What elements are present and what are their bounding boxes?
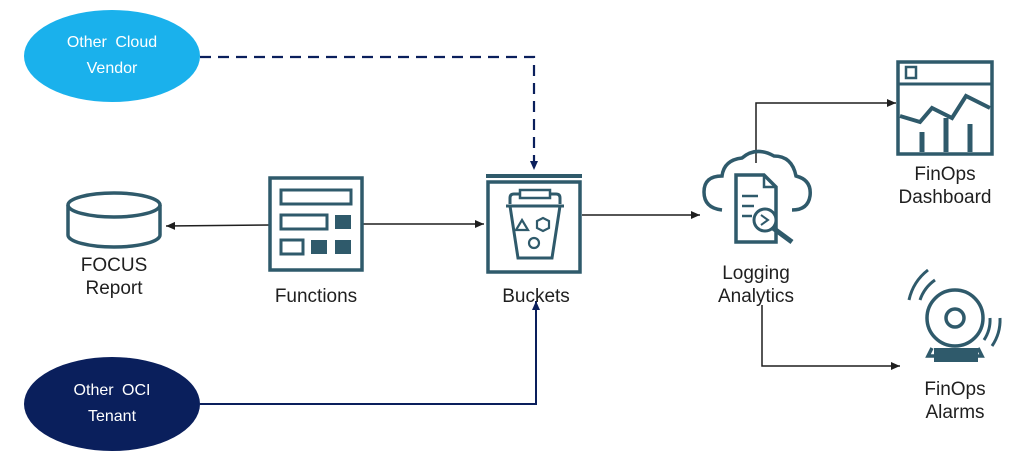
oci-tenant-label: Other OCI Tenant (24, 378, 200, 430)
focus-report-label-line1: FOCUS (80, 255, 148, 276)
finops-alarms-label-line1: FinOps (924, 379, 986, 400)
finops-dashboard-label: FinOps Dashboard (880, 163, 1010, 209)
cloud-vendor-label-line2: Vendor (86, 60, 138, 77)
connector-functions-to-focus-report (165, 221, 271, 230)
connector-logging-to-dashboard (755, 99, 896, 163)
database-icon (66, 191, 162, 249)
buckets-label-line1: Buckets (502, 286, 570, 307)
cloud-vendor-label-line1: Other Cloud (66, 34, 158, 51)
bucket-icon (486, 174, 582, 274)
focus-report-label-line2: Report (85, 278, 143, 299)
finops-alarms-label-line2: Alarms (925, 402, 985, 423)
oci-tenant-label-line1: Other OCI (73, 382, 151, 399)
logging-analytics-label-line1: Logging (722, 263, 790, 284)
connector-logging-to-alarms (761, 305, 900, 370)
finops-dashboard-label-line2: Dashboard (898, 187, 992, 208)
functions-label: Functions (246, 285, 386, 308)
connector-oci-tenant-to-buckets (200, 301, 540, 405)
functions-label-line1: Functions (274, 286, 358, 307)
cloud-vendor-node (24, 10, 200, 102)
oci-tenant-node (24, 357, 200, 451)
functions-grid-icon (268, 176, 364, 272)
dashboard-chart-icon (896, 60, 994, 156)
cloud-log-search-icon (702, 149, 812, 245)
buckets-label: Buckets (466, 285, 606, 308)
finops-alarms-label: FinOps Alarms (890, 378, 1020, 424)
logging-analytics-label: Logging Analytics (686, 262, 826, 308)
oci-tenant-label-line2: Tenant (87, 408, 137, 425)
finops-dashboard-label-line1: FinOps (914, 164, 976, 185)
focus-report-label: FOCUS Report (54, 254, 174, 300)
alarm-bell-icon (907, 268, 1002, 362)
cloud-vendor-label: Other Cloud Vendor (24, 30, 200, 82)
connector-cloud-vendor-to-buckets (200, 55, 538, 170)
logging-analytics-label-line2: Analytics (717, 286, 795, 307)
